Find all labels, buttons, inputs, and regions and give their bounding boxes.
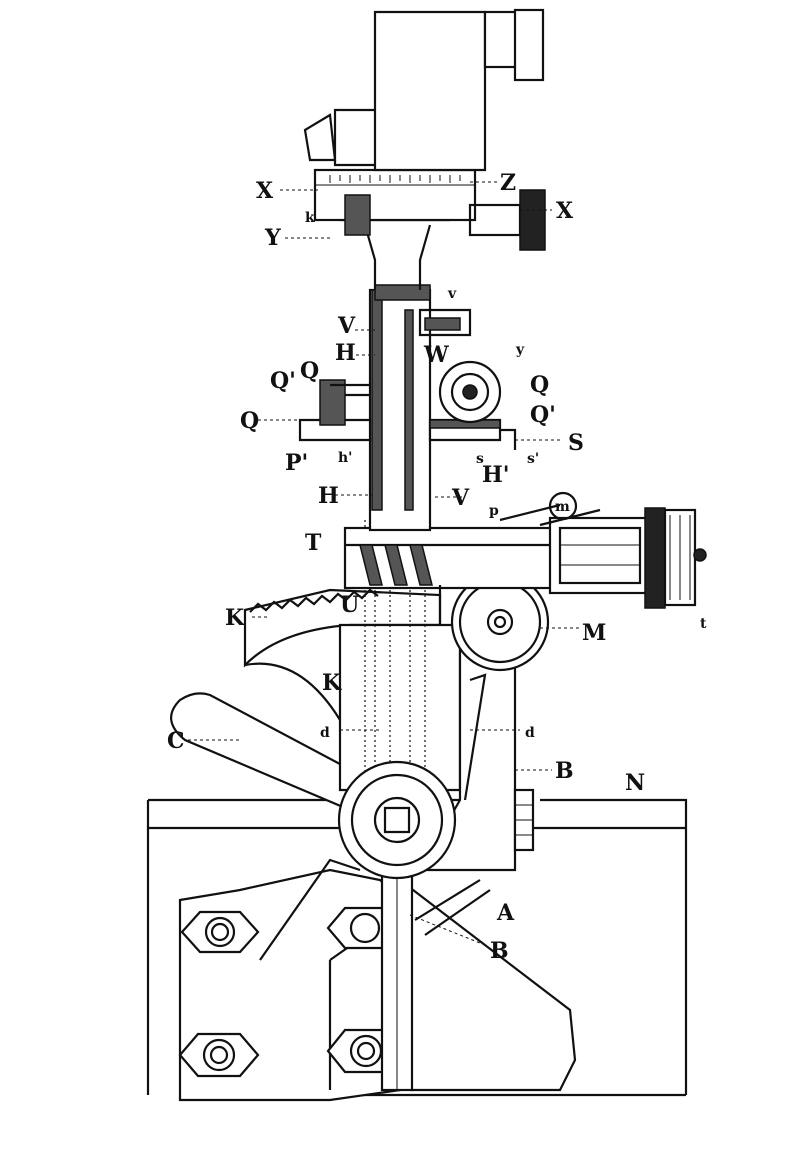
label-s-prime: s'	[527, 451, 539, 467]
label-B-lower: B	[490, 938, 509, 964]
right-bearing	[418, 308, 517, 450]
label-H-upper: H	[335, 340, 356, 366]
labels: X Z X k Y v V H W y Q Q' Q Q Q' S P' h' …	[167, 170, 707, 964]
bolt-top-left	[180, 910, 260, 954]
scale-ring	[313, 168, 477, 236]
label-k: k	[305, 210, 315, 226]
label-s: s	[476, 451, 484, 467]
label-Q-small: Q	[300, 358, 319, 384]
label-S: S	[568, 430, 584, 456]
label-P-prime: P'	[285, 450, 308, 476]
label-M: M	[582, 620, 606, 646]
label-V-lower: V	[451, 485, 470, 511]
label-H-prime: H'	[482, 462, 510, 488]
pivot-boss	[337, 760, 457, 880]
side-bolt	[513, 788, 535, 852]
leader-lines	[188, 181, 580, 946]
label-Q-prime-right: Q'	[530, 402, 556, 428]
label-t: t	[700, 616, 707, 632]
label-h-prime: h'	[338, 450, 352, 466]
label-X-left: X	[256, 178, 274, 204]
label-p: p	[489, 503, 499, 519]
label-m-circle	[548, 491, 578, 521]
label-K-left: K	[225, 605, 245, 631]
bolt-bottom-left	[178, 1032, 260, 1078]
label-C: C	[167, 728, 185, 754]
label-m: m	[555, 499, 570, 515]
label-X-right: X	[556, 198, 574, 224]
label-K-mid: K	[322, 670, 342, 696]
label-Z: Z	[500, 170, 516, 196]
label-V-upper: V	[337, 313, 356, 339]
label-Y: Y	[264, 225, 281, 251]
label-N: N	[625, 770, 645, 796]
main-column	[338, 520, 517, 872]
telescope-body	[303, 8, 545, 172]
vertical-strap	[380, 858, 414, 1092]
worm-shaft	[499, 503, 707, 609]
label-Q-left: Q	[240, 408, 259, 434]
label-B-upper: B	[555, 758, 574, 784]
label-W: W	[423, 342, 449, 368]
left-flange	[298, 379, 372, 442]
label-d-left: d	[320, 725, 330, 741]
strap-B	[414, 879, 491, 936]
label-H-lower: H	[318, 483, 339, 509]
label-Q-prime-left: Q'	[270, 368, 296, 394]
label-T: T	[305, 530, 322, 556]
label-A: A	[496, 900, 515, 926]
label-Q-right: Q	[530, 372, 549, 398]
worm-housing	[343, 526, 557, 625]
label-U: U	[340, 592, 359, 618]
label-d-right: d	[525, 725, 535, 741]
label-y: y	[515, 342, 525, 358]
label-v: v	[447, 286, 457, 302]
adjust-knob	[468, 189, 546, 251]
